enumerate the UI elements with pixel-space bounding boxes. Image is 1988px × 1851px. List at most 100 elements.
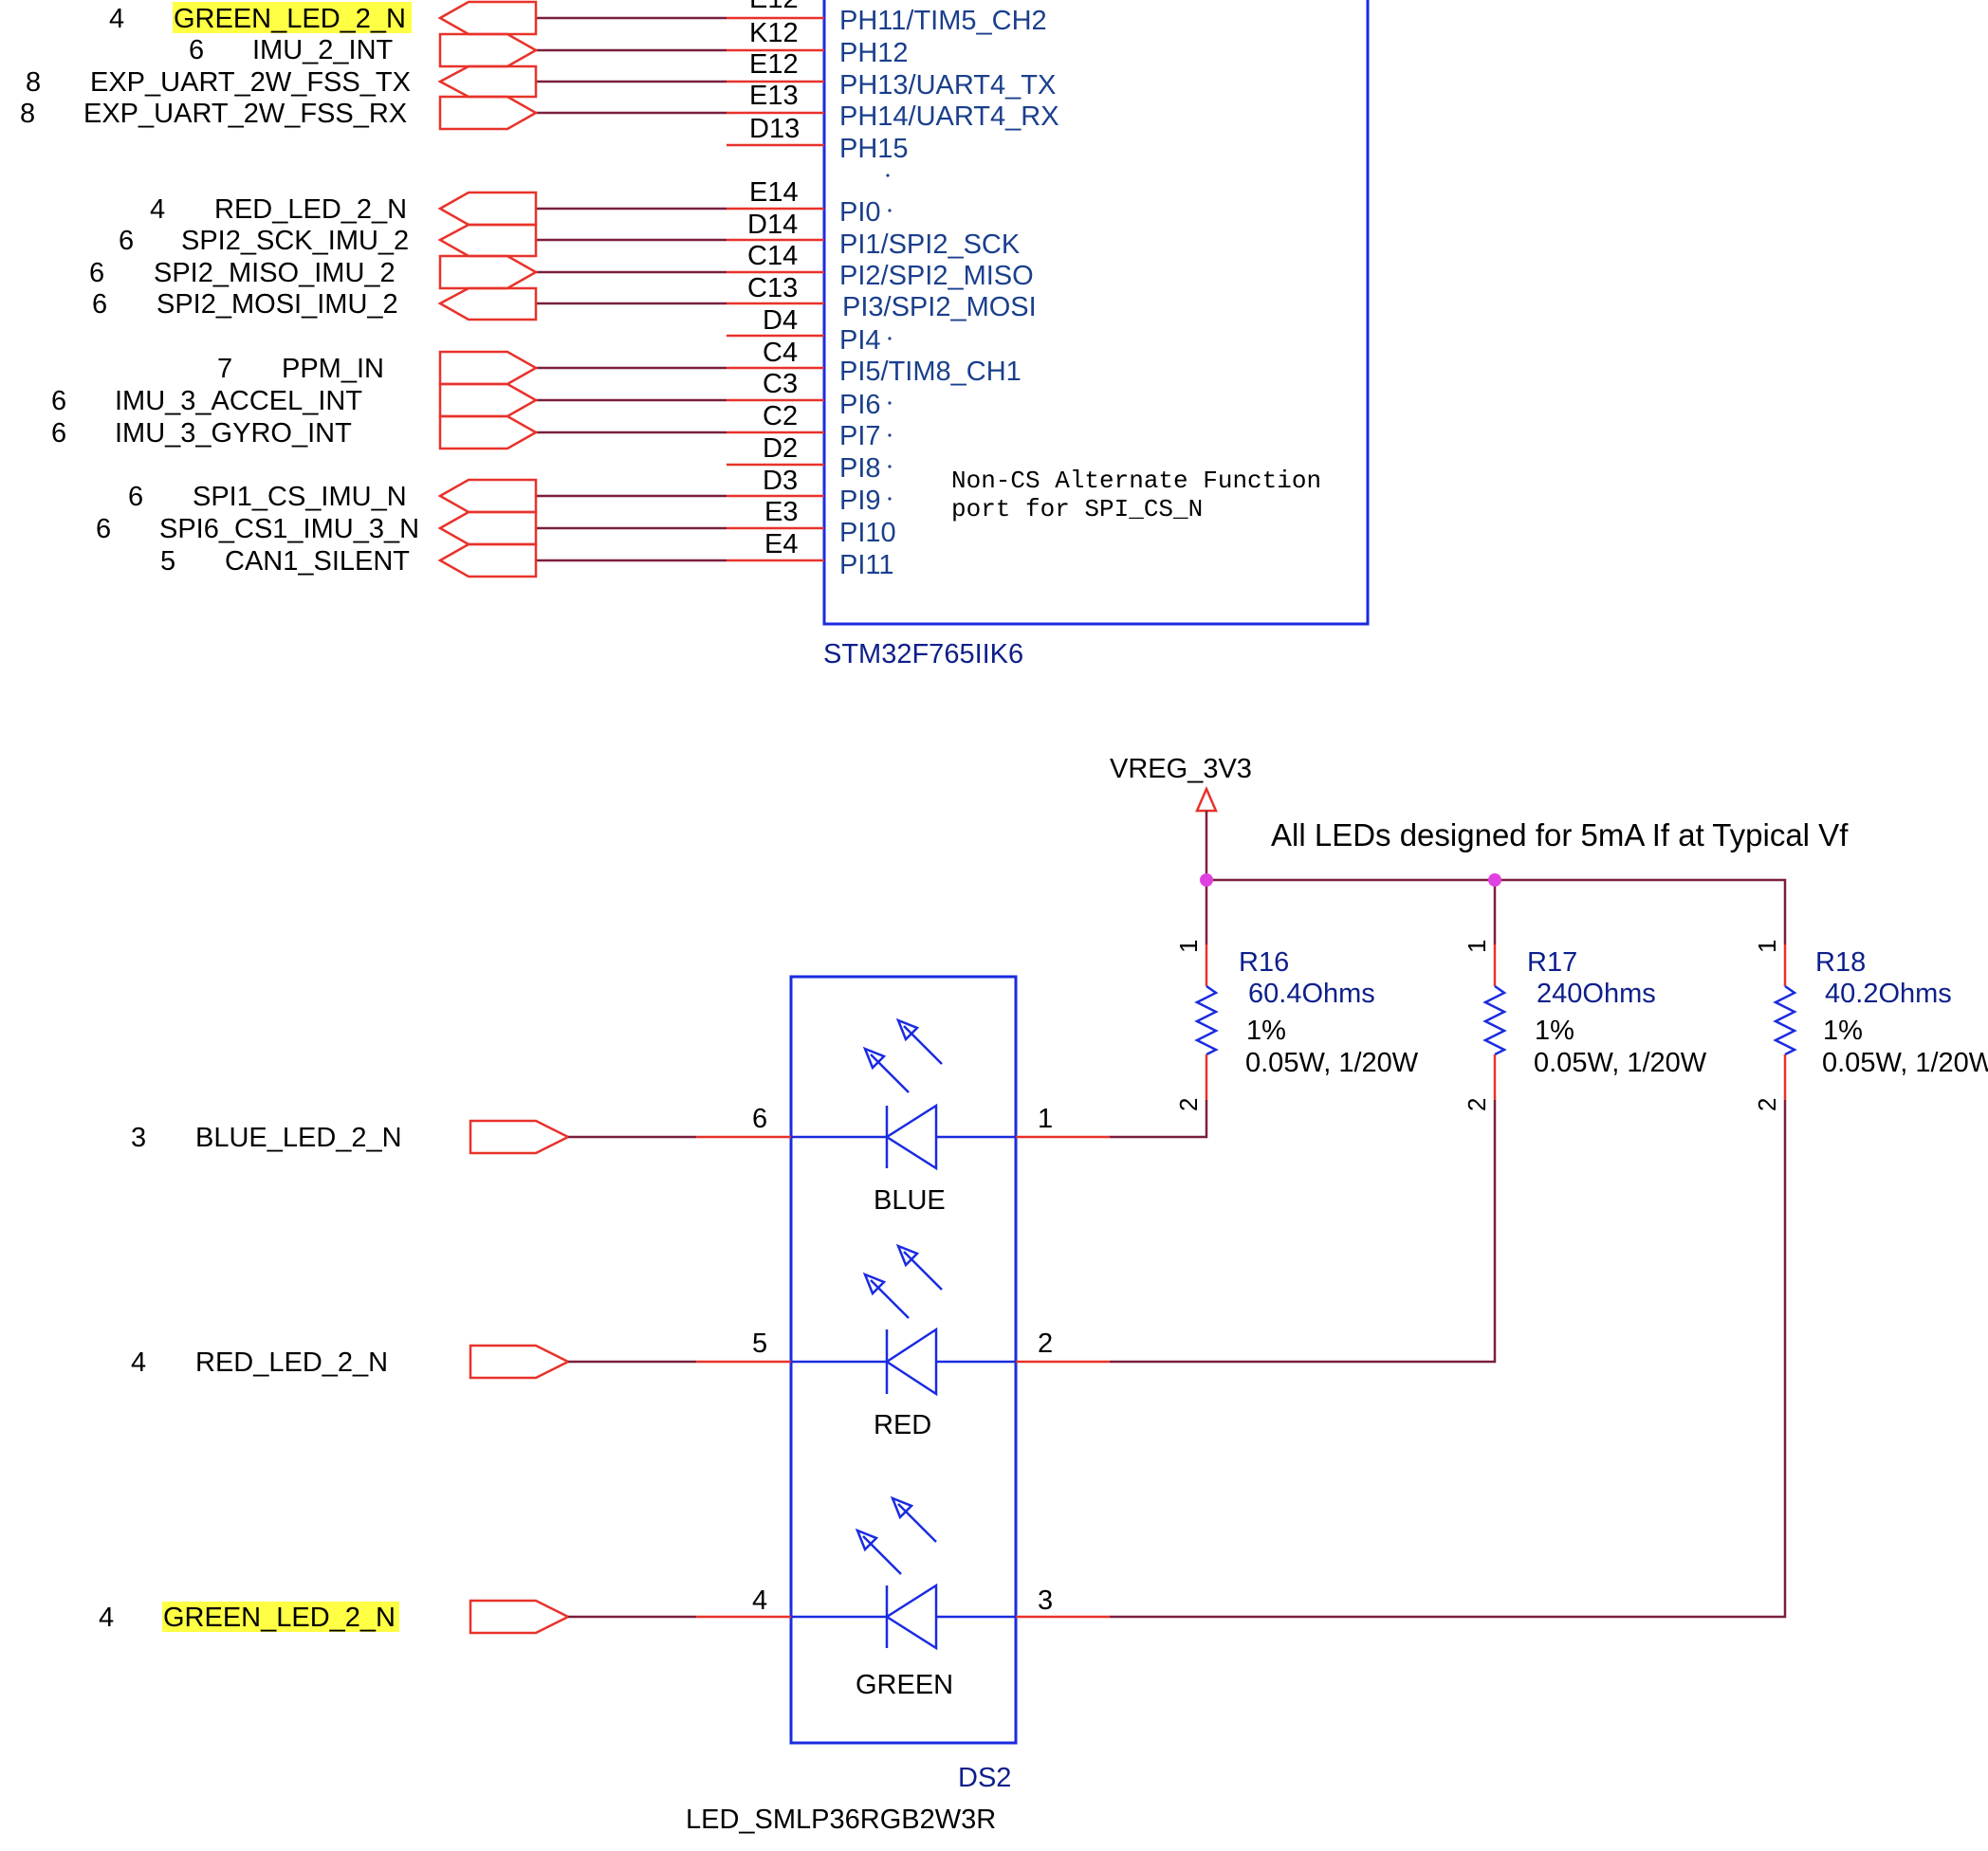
mcu-ball: C13 (747, 273, 798, 303)
mcu-pin-name: PI8 (839, 453, 881, 484)
power-arrow-icon (1195, 785, 1218, 813)
mcu-ball: D2 (763, 433, 798, 464)
offpage-connector (438, 32, 539, 68)
net-name: IMU_2_INT (252, 35, 394, 65)
offpage-connector (469, 1119, 571, 1155)
mcu-ball: C3 (763, 369, 798, 399)
mcu-ball: D3 (763, 466, 798, 496)
net-name: SPI2_SCK_IMU_2 (181, 226, 409, 256)
offpage-connector (437, 286, 538, 321)
mcu-ball: E13 (749, 81, 799, 111)
net-name: IMU_3_GYRO_INT (115, 418, 352, 449)
offpage-connector (438, 414, 539, 450)
bottom-offpage-connectors (469, 1119, 571, 1635)
top-net-wires (536, 16, 727, 562)
net-sheet: 6 (189, 35, 204, 65)
offpage-connector (437, 223, 538, 258)
net-sheet: 5 (160, 546, 175, 577)
diode-icon (884, 1103, 938, 1171)
net-name: EXP_UART_2W_FSS_TX (90, 67, 411, 98)
net-name: SPI2_MISO_IMU_2 (154, 258, 396, 288)
mcu-pin-name: PI6 (839, 390, 881, 420)
net-highlight (173, 2, 412, 33)
net-sheet: 3 (131, 1123, 146, 1153)
led-pin-anode: 3 (1038, 1585, 1053, 1616)
led-part-number: LED_SMLP36RGB2W3R (686, 1805, 996, 1835)
led-pin-cathode: 4 (752, 1585, 767, 1616)
power-net-label: VREG_3V3 (1110, 754, 1252, 784)
net-sheet: 7 (217, 354, 232, 384)
resistor-pin1: 1 (1174, 940, 1203, 953)
offpage-connector (438, 350, 539, 386)
resistor-tolerance: 1% (1535, 1016, 1574, 1046)
junction-dot (1200, 873, 1213, 887)
mcu-ball: E12 (749, 49, 799, 80)
resistor-ref: R17 (1527, 947, 1577, 978)
resistor-value: 240Ohms (1537, 979, 1656, 1009)
offpage-connector (437, 0, 538, 36)
net-sheet: 6 (96, 514, 111, 544)
net-name: PPM_IN (282, 354, 384, 384)
mcu-pin-name: PI0 (839, 197, 881, 228)
mcu-pin-name: PH11/TIM5_CH2 (839, 6, 1047, 36)
resistor-ref: R18 (1815, 947, 1866, 978)
resistor-value: 40.2Ohms (1825, 979, 1952, 1009)
resistor-pin1: 1 (1463, 940, 1491, 953)
net-name: GREEN_LED_2_N (163, 1603, 396, 1633)
mcu-pin-name: PI10 (839, 518, 896, 548)
power-rail (1206, 878, 1787, 944)
led-color-label: BLUE (874, 1185, 946, 1216)
led-pin-cathode: 6 (752, 1104, 767, 1134)
led-pin-anode: 2 (1038, 1329, 1053, 1359)
led-ref: DS2 (958, 1763, 1011, 1793)
diode-icon (884, 1327, 938, 1397)
mcu-ball: C4 (763, 338, 798, 368)
anode-wires (1110, 1100, 1787, 1619)
net-name: RED_LED_2_N (195, 1347, 388, 1378)
bottom-net-wires (568, 1135, 696, 1619)
net-sheet: 6 (92, 289, 107, 320)
mcu-ball: C14 (747, 241, 798, 271)
pin-marker-dots (886, 174, 892, 501)
net-name: SPI6_CS1_IMU_3_N (159, 514, 419, 544)
offpage-connector (437, 542, 538, 578)
net-highlight (162, 1602, 399, 1632)
mcu-pin-name: PH13/UART4_TX (839, 70, 1056, 101)
resistor-tolerance: 1% (1246, 1016, 1286, 1046)
offpage-connector (438, 95, 539, 131)
led-color-label: RED (874, 1410, 931, 1440)
resistor-zigzag-icon (1194, 984, 1219, 1056)
mcu-ball: E14 (749, 177, 799, 208)
mcu-ball: E3 (764, 497, 798, 527)
mcu-ball: C2 (763, 401, 798, 431)
net-sheet: 6 (89, 258, 104, 288)
net-sheet: 6 (51, 418, 66, 449)
net-name: IMU_3_ACCEL_INT (115, 386, 362, 416)
offpage-connector (437, 478, 538, 514)
top-net-labels: 4 GREEN_LED_2_N 6 IMU_2_INT 8 EXP_UART_2… (20, 4, 419, 577)
net-sheet: 8 (26, 67, 41, 98)
net-name: SPI1_CS_IMU_N (193, 482, 407, 512)
net-sheet: 4 (109, 4, 124, 34)
led-package-body (789, 975, 1018, 1745)
led-channel-blue: 6 1 BLUE (696, 1017, 1110, 1216)
offpage-connector (438, 382, 539, 418)
mcu-pin-name: PH14/UART4_RX (839, 101, 1059, 132)
mcu-pin-name: PI3/SPI2_MOSI (842, 292, 1037, 322)
resistor-power: 0.05W, 1/20W (1245, 1048, 1419, 1078)
mcu-ball: D4 (763, 305, 798, 336)
light-emission-icon (862, 1243, 943, 1319)
mcu-pin-name: PI5/TIM8_CH1 (839, 357, 1022, 387)
net-sheet: 6 (128, 482, 143, 512)
mcu-pin-name: PI2/SPI2_MISO (839, 261, 1034, 291)
led-pin-cathode: 5 (752, 1329, 767, 1359)
mcu-part-number: STM32F765IIK6 (823, 639, 1023, 669)
resistor-r18: 1 2 R18 40.2Ohms 1% 0.05W, 1/20W (1753, 940, 1988, 1111)
led-pin-anode: 1 (1038, 1104, 1053, 1134)
led-color-label: GREEN (856, 1670, 953, 1700)
resistor-pin2: 2 (1753, 1098, 1781, 1111)
mcu-pin-list: K12 PH11/TIM5_CH2 E12 PH12 E13 PH13/UART… (727, 6, 1059, 580)
offpage-connector (437, 191, 538, 227)
resistor-power: 0.05W, 1/20W (1534, 1048, 1707, 1078)
resistor-pin1: 1 (1753, 940, 1781, 953)
